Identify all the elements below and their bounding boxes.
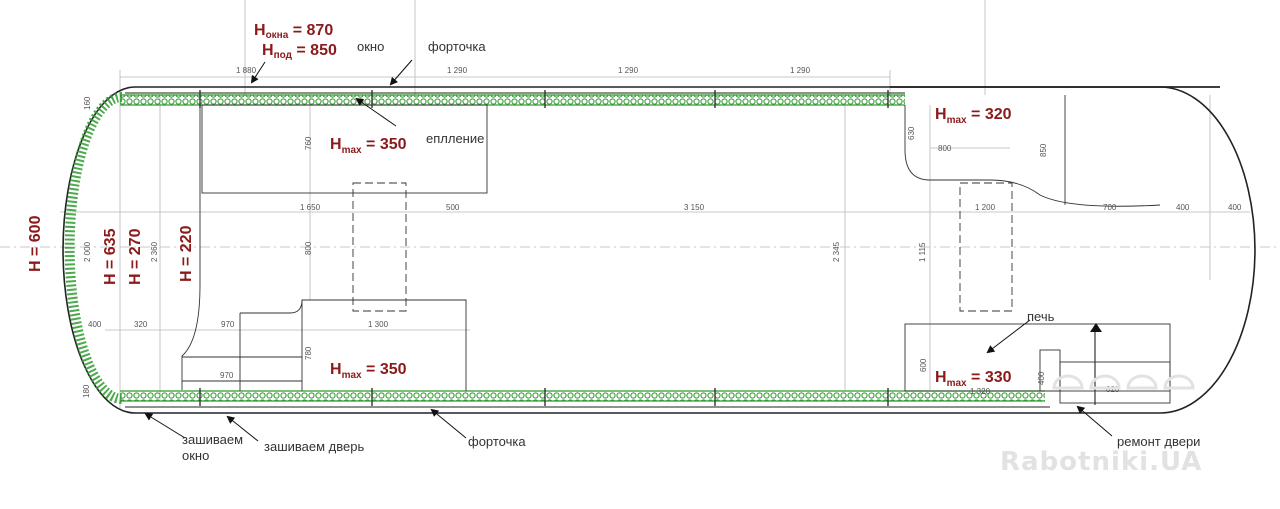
dim-1290-a: 1 290 [447, 66, 468, 75]
label-hmax-350-top: Hmax = 350 [330, 136, 407, 156]
dim-1300: 1 300 [368, 320, 389, 329]
label-hmax-330: Hmax = 330 [935, 369, 1012, 389]
dim-1650: 1 650 [300, 203, 321, 212]
watermark: Rabotniki.UA [1000, 374, 1202, 477]
dim-800-a: 800 [938, 144, 952, 153]
dim-180: 180 [82, 384, 91, 398]
dimension-ticks [199, 90, 889, 406]
dim-760: 760 [304, 136, 313, 150]
helmet-icons [1052, 374, 1195, 390]
label-remont-dveri: ремонт двери [1117, 434, 1200, 449]
dim-850: 850 [1039, 143, 1048, 157]
dim-1115: 1 115 [918, 242, 927, 262]
notes: окно форточка еплление печь зашиваем окн… [182, 39, 1200, 463]
interior-elements [181, 95, 1171, 405]
outer-wall [62, 86, 1256, 414]
label-h-pod: Hпод = 850 [262, 42, 337, 61]
dim-1880: 1 880 [236, 66, 257, 75]
dim-630: 630 [907, 126, 916, 140]
insulation-layer [64, 92, 1045, 404]
dim-400-b: 400 [1228, 203, 1242, 212]
label-okno-top: окно [357, 39, 384, 54]
dim-500: 500 [446, 203, 460, 212]
label-pech: печь [1027, 309, 1055, 324]
height-annotations: Hокна = 870 Hпод = 850 Hmax = 350 Hmax =… [27, 22, 1012, 389]
dim-970-b: 970 [220, 371, 234, 380]
dim-400-d: 400 [1037, 371, 1046, 385]
label-zashivaem-okno-2: окно [182, 448, 209, 463]
label-zashivaem-okno-1: зашиваем [182, 432, 243, 447]
dim-970-a: 970 [221, 320, 235, 329]
stove-arrow [1090, 323, 1102, 332]
label-h-270: H = 270 [127, 228, 144, 285]
label-h-220: H = 220 [178, 225, 195, 282]
dim-1200: 1 200 [975, 203, 996, 212]
dim-2345: 2 345 [832, 241, 841, 262]
dim-1290-b: 1 290 [618, 66, 639, 75]
guide-lines [0, 0, 1280, 410]
dimension-texts: 1 880 1 290 1 290 1 290 760 630 800 850 … [82, 66, 1242, 398]
label-uteplenie: еплление [426, 131, 484, 146]
dim-400-a: 400 [1176, 203, 1190, 212]
label-fortochka-top: форточка [428, 39, 486, 54]
dim-320: 320 [134, 320, 148, 329]
dim-2360: 2 360 [150, 241, 159, 262]
dim-1320: 1 320 [970, 387, 991, 396]
label-hmax-350-bottom: Hmax = 350 [330, 361, 407, 381]
dim-700: 700 [1103, 203, 1117, 212]
dim-400-c: 400 [88, 320, 102, 329]
dim-600: 600 [919, 358, 928, 372]
label-h-600: H = 600 [27, 215, 44, 272]
dim-780: 780 [304, 346, 313, 360]
label-h-635: H = 635 [102, 228, 119, 285]
dim-3150: 3 150 [684, 203, 705, 212]
dim-800-b: 800 [304, 241, 313, 255]
label-zashivaem-dver: зашиваем дверь [264, 439, 364, 454]
watermark-text: Rabotniki.UA [1000, 447, 1202, 477]
dim-2000: 2 000 [83, 241, 92, 262]
pointer-arrows [144, 59, 1113, 442]
label-hmax-320: Hmax = 320 [935, 106, 1012, 126]
label-h-okna: Hокна = 870 [254, 22, 333, 41]
dim-160: 160 [83, 96, 92, 110]
label-fortochka-bottom: форточка [468, 434, 526, 449]
dim-1290-c: 1 290 [790, 66, 811, 75]
